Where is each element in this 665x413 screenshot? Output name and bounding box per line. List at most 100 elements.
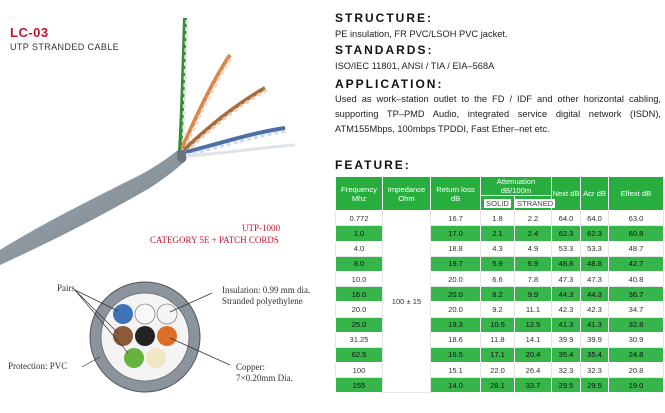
cell-return-loss: 16.5 — [430, 346, 481, 364]
cell-return-loss: 15.1 — [430, 362, 481, 379]
cable-jacket-end — [177, 147, 187, 163]
label-copper: Copper: 7×0.20mm Dia. — [236, 362, 293, 384]
leader-copper — [169, 337, 231, 366]
cable-photo — [0, 17, 296, 265]
cell-solid: 9.2 — [480, 301, 515, 318]
application-heading: APPLICATION: — [335, 77, 444, 91]
cell-next: 47.3 — [551, 270, 581, 288]
core-blue — [113, 304, 133, 324]
cell-frequency: 1.0 — [335, 225, 383, 242]
header-straned-label: STRANED — [515, 198, 556, 208]
cell-solid: 2.1 — [480, 225, 515, 242]
cell-straned: 26.4 — [514, 362, 552, 379]
cell-frequency: 20.0 — [335, 301, 383, 318]
photo-tag: UTP-1000 CATEGORY 5E + PATCH CORDS — [150, 222, 330, 246]
application-text: Used as work–station outlet to the FD / … — [335, 94, 661, 134]
core-cream — [146, 348, 166, 368]
cell-acr: 35.4 — [580, 346, 609, 364]
leader-pairs-1 — [74, 289, 119, 312]
photo-tag-line2: CATEGORY 5E + PATCH CORDS — [150, 235, 279, 245]
label-pairs: Pairs — [57, 283, 75, 293]
cell-elfext: 60.8 — [608, 225, 664, 242]
cell-next: 35.4 — [551, 346, 581, 364]
cell-solid: 11.8 — [480, 331, 515, 348]
cell-elfext: 20.8 — [608, 362, 664, 379]
standards-text: ISO/IEC 11801, ANSI / TIA / EIA–568A — [335, 61, 495, 71]
cell-frequency: 8.0 — [335, 255, 383, 272]
core-white-1 — [134, 303, 156, 325]
wire-white — [185, 143, 296, 158]
core-orange — [157, 326, 177, 346]
header-attenuation: Attenuation dB/100m — [480, 176, 552, 196]
cable-jacket — [0, 150, 186, 265]
cell-solid: 5.9 — [480, 255, 515, 272]
cell-frequency: 62.5 — [335, 346, 383, 364]
cell-next: 41.3 — [551, 316, 581, 333]
cell-elfext: 48.7 — [608, 240, 664, 257]
table-row: 100 15.1 22.0 26.4 32.3 32.3 20.8 — [335, 362, 664, 379]
label-insulation-1: Insulation: 0.99 mm dia. — [222, 285, 311, 295]
cell-next: 29.5 — [551, 377, 581, 394]
header-acr: Acr dB — [580, 175, 609, 212]
label-protection: Protection: PVC — [8, 361, 68, 371]
table-row: 1.0 17.0 2.1 2.4 62.3 62.3 60.8 — [335, 225, 664, 242]
cell-next: 42.3 — [551, 301, 581, 318]
cell-straned: 6.9 — [514, 255, 552, 272]
cell-elfext: 24.8 — [608, 346, 664, 364]
cell-straned: 4.9 — [514, 240, 552, 257]
cell-return-loss: 18.6 — [430, 331, 481, 348]
core-green — [124, 348, 144, 368]
cell-next: 48.8 — [551, 255, 581, 272]
wire-blue — [185, 126, 286, 154]
cell-return-loss: 19.7 — [430, 255, 481, 272]
cell-frequency: 10.0 — [335, 270, 383, 288]
leader-pairs-2 — [74, 289, 119, 334]
core-brown — [113, 326, 133, 346]
cell-acr: 39.9 — [580, 331, 609, 348]
cell-next: 39.9 — [551, 331, 581, 348]
header-solid: SOLID — [480, 194, 515, 212]
cell-acr: 64.0 — [580, 210, 609, 227]
header-next: Next dB — [551, 175, 581, 212]
cell-straned: 20.4 — [514, 346, 552, 364]
cell-next: 62.3 — [551, 225, 581, 242]
cell-acr: 42.3 — [580, 301, 609, 318]
core-black — [135, 326, 155, 346]
cell-straned: 2.2 — [514, 210, 552, 227]
cell-solid: 17.1 — [480, 346, 515, 364]
header-frequency: Frequency Mhz — [335, 175, 383, 212]
table-row: 31.25 18.6 11.8 14.1 39.9 39.9 30.9 — [335, 331, 664, 348]
structure-heading: STRUCTURE: — [335, 11, 433, 25]
label-insulation-2: Stranded polyethylene — [222, 296, 303, 306]
cell-elfext: 63.0 — [608, 210, 664, 227]
cell-solid: 1.8 — [480, 210, 515, 227]
left-panel: LC-03 UTP STRANDED CABLE UTP-1000 CATEGO — [0, 0, 330, 413]
header-impedance: Impedance Ohm — [382, 175, 431, 212]
header-straned: STRANED — [514, 194, 556, 212]
leader-insulation — [169, 292, 213, 313]
table-row: 10.0 20.0 6.6 7.8 47.3 47.3 40.8 — [335, 270, 664, 288]
cross-section-diagram — [74, 281, 231, 393]
cell-next: 32.3 — [551, 362, 581, 379]
cell-frequency: 16.0 — [335, 286, 383, 303]
cell-return-loss: 20.0 — [430, 286, 481, 303]
cell-acr: 29.5 — [580, 377, 609, 394]
cell-straned: 9.9 — [514, 286, 552, 303]
cell-return-loss: 16.7 — [430, 210, 481, 227]
cell-return-loss: 17.0 — [430, 225, 481, 242]
cell-solid: 10.5 — [480, 316, 515, 333]
cell-return-loss: 20.0 — [430, 270, 481, 288]
cell-elfext: 36.7 — [608, 286, 664, 303]
table-row: 20.0 20.0 9.2 11.1 42.3 42.3 34.7 — [335, 301, 664, 318]
wire-green — [178, 17, 187, 151]
cell-solid: 28.1 — [480, 377, 515, 394]
feature-table: Frequency Mhz Impedance Ohm Return loss … — [335, 175, 664, 394]
cell-acr: 47.3 — [580, 270, 609, 288]
cell-next: 53.3 — [551, 240, 581, 257]
wire-brown — [182, 86, 266, 152]
cell-elfext: 40.8 — [608, 270, 664, 288]
cell-return-loss: 19.3 — [430, 316, 481, 333]
cell-return-loss: 18.8 — [430, 240, 481, 257]
table-row: 25.0 19.3 10.5 12.5 41.3 41.3 32.8 — [335, 316, 664, 333]
cell-acr: 41.3 — [580, 316, 609, 333]
